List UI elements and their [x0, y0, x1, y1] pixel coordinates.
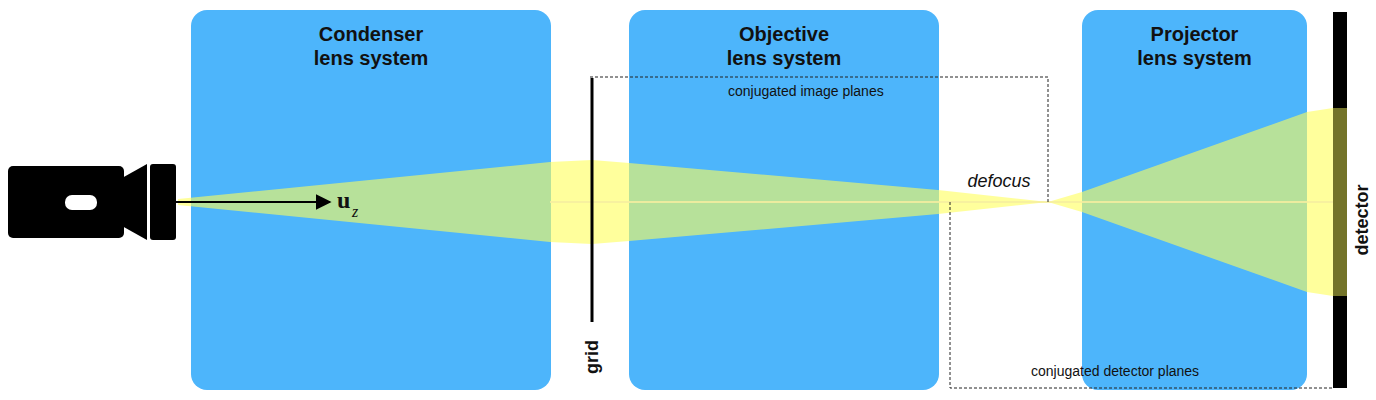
grid-line [591, 78, 594, 322]
detector-planes-bracket [950, 202, 1333, 388]
defocus-label: defocus [967, 172, 1030, 190]
detector-label: detector [1353, 184, 1371, 255]
vector-symbol: u [337, 188, 350, 212]
lens-system-title: Projector lens system [1130, 22, 1260, 70]
plane-label: conjugated image planes [728, 84, 884, 98]
image-planes-bracket [590, 77, 1048, 202]
vector-subscript: z [352, 204, 358, 220]
flashlight-head [122, 164, 147, 240]
detector-beam-spot [1333, 108, 1347, 296]
flashlight-lens [150, 164, 176, 240]
direction-arrow [176, 201, 330, 203]
flashlight-icon [8, 164, 176, 240]
flashlight-slot [65, 195, 97, 210]
flashlight-body [8, 166, 124, 238]
optical-axis [550, 201, 1333, 203]
detector-bar [1333, 12, 1347, 388]
electron-beam [178, 108, 1333, 296]
lens-system-title: Condenser lens system [306, 22, 436, 70]
grid-label: grid [583, 340, 601, 374]
lens-system-title: Objective lens system [719, 22, 849, 70]
plane-label: conjugated detector planes [1031, 364, 1199, 378]
lens-system-box: Projector lens system [1082, 10, 1307, 390]
lens-system-box: Condenser lens system [191, 10, 551, 390]
lens-system-box: Objective lens system [629, 10, 939, 390]
